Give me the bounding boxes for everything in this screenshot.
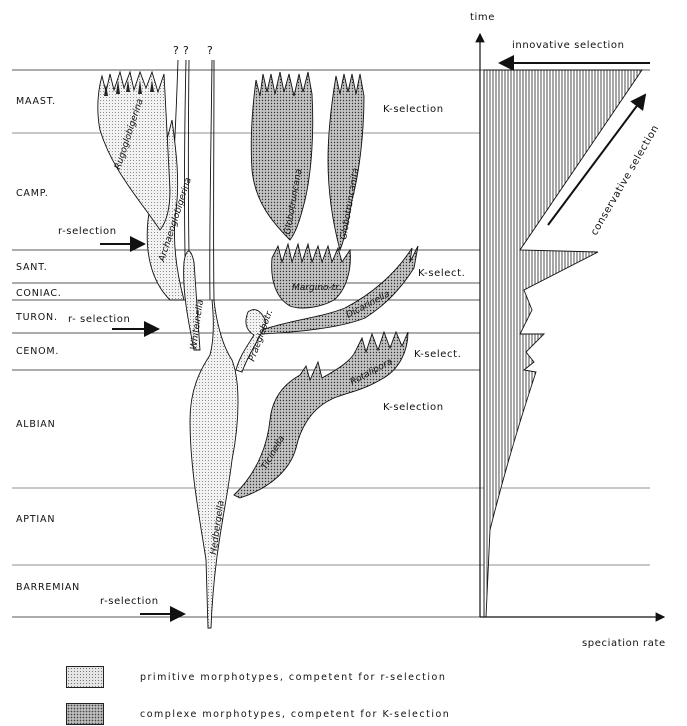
- question-marks: ? ? ?: [173, 44, 213, 57]
- stage-barremian: BARREMIAN: [16, 582, 80, 593]
- svg-text:?: ?: [173, 44, 179, 57]
- stage-campanian: CAMP.: [16, 188, 49, 199]
- stage-labels: MAAST. CAMP. SANT. CONIAC. TURON. CENOM.…: [15, 96, 80, 593]
- r-selection-barremian-label: r-selection: [100, 596, 159, 607]
- rugoglobigerina-lineage: [98, 72, 170, 230]
- svg-text:?: ?: [207, 44, 213, 57]
- taxon-marginotruncana: Margino-tr.: [292, 283, 341, 293]
- k-select-sant-label: K-select.: [418, 268, 465, 279]
- ticinella-rotalipora-lineage: [234, 332, 408, 498]
- k-select-cenom-label: K-select.: [414, 349, 461, 360]
- stage-albian: ALBIAN: [16, 419, 56, 430]
- stage-cenomanian: CENOM.: [16, 346, 59, 357]
- legend-primitive-text: primitive morphotypes, competent for r-s…: [140, 672, 446, 683]
- speciation-rate-profile: [484, 70, 642, 617]
- stage-turonian: TURON.: [15, 312, 58, 323]
- legend-light-swatch: [66, 666, 104, 688]
- stage-maastrichtian: MAAST.: [16, 96, 56, 107]
- conservative-selection-label: conservative selection: [589, 123, 661, 237]
- stage-aptian: APTIAN: [16, 514, 55, 525]
- innovative-selection-label: innovative selection: [512, 40, 625, 51]
- marginotruncana-lineage: [272, 244, 351, 308]
- svg-text:?: ?: [183, 44, 189, 57]
- legend-complex-text: complexe morphotypes, competent for K-se…: [140, 709, 450, 720]
- stage-santonian: SANT.: [16, 262, 48, 273]
- k-selection-albian-label: K-selection: [383, 402, 444, 413]
- speciation-rate-axis-label: speciation rate: [582, 638, 666, 649]
- legend-dark-swatch: [66, 703, 104, 725]
- globotruncana-lineage: [251, 72, 313, 240]
- k-selection-top-label: K-selection: [383, 104, 444, 115]
- time-axis-label: time: [470, 12, 495, 23]
- r-selection-turon-label: r- selection: [68, 314, 130, 325]
- stage-coniacian: CONIAC.: [16, 288, 62, 299]
- speciation-rate-graph: time speciation rate innovative selectio…: [470, 12, 666, 649]
- r-selection-camp-label: r-selection: [58, 226, 117, 237]
